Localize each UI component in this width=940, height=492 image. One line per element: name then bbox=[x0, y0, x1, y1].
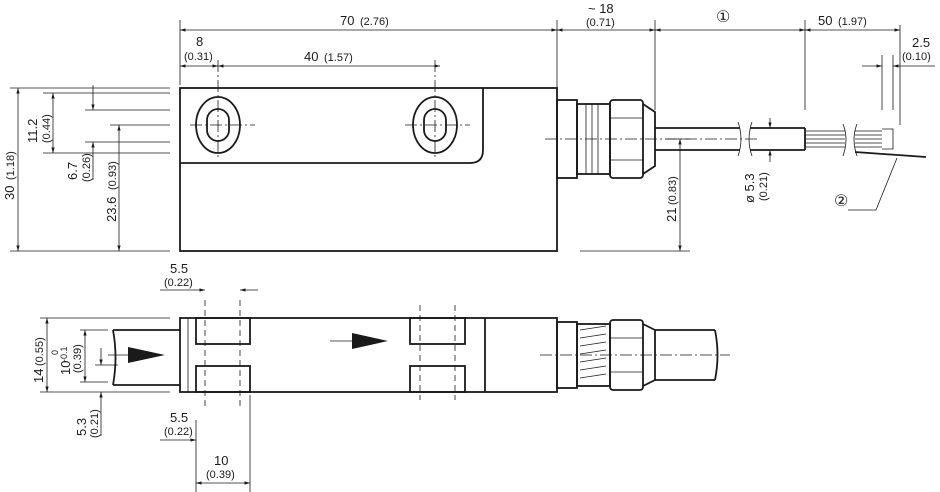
dimension-labels: 70 (2.76) ~ 18 (0.71) ① 50 (1.97) 2.5 (0… bbox=[2, 1, 931, 481]
bottom-view bbox=[40, 288, 730, 492]
sensor-body bbox=[179, 87, 558, 252]
mounting-plate bbox=[180, 88, 484, 164]
dim-wire-strip-in: (0.10) bbox=[902, 51, 931, 63]
dim-cable-axis-in: (0.83) bbox=[667, 176, 679, 205]
mounting-rail bbox=[112, 329, 180, 386]
dim-wire-strip: 2.5 bbox=[912, 35, 930, 50]
dim-counterbore-top-in: (0.22) bbox=[164, 277, 193, 289]
dim-width: 14 bbox=[31, 369, 46, 383]
dim-total-length-in: (2.76) bbox=[360, 16, 389, 28]
dim-axis-offset: 5.3 bbox=[74, 418, 89, 436]
dim-gland-length: ~ 18 bbox=[588, 1, 614, 16]
conductor-marker: ② bbox=[834, 193, 848, 210]
dim-bore-width-in: (0.39) bbox=[206, 469, 235, 481]
dim-height-in: (1.18) bbox=[5, 151, 17, 180]
dim-hole-diameter: 6.7 bbox=[65, 162, 80, 180]
dim-plate-height-in: (0.44) bbox=[41, 114, 53, 143]
dim-counterbore-bottom-in: (0.22) bbox=[164, 426, 193, 438]
dim-height: 30 bbox=[2, 186, 17, 200]
dim-bore-width: 10 bbox=[214, 453, 228, 468]
cable-length-marker: ① bbox=[716, 9, 730, 26]
dim-gland-length-in: (0.71) bbox=[586, 17, 615, 29]
top-view bbox=[10, 20, 935, 252]
dim-counterbore-top: 5.5 bbox=[170, 261, 188, 276]
cable-gland-side bbox=[556, 319, 719, 391]
dim-slot-width: 10 bbox=[58, 361, 73, 375]
dim-plate-height: 11.2 bbox=[25, 119, 40, 143]
dim-total-length: 70 bbox=[340, 13, 354, 28]
dim-slot-tol-upper: 0 bbox=[50, 350, 60, 355]
dim-cable-axis: 21 bbox=[664, 208, 679, 222]
sensor-body-side bbox=[179, 317, 558, 393]
dim-hole-diameter-in: (0.26) bbox=[81, 153, 93, 182]
direction-arrow-icon bbox=[128, 347, 165, 363]
dim-strip-length: 50 bbox=[818, 13, 832, 28]
cable bbox=[655, 121, 927, 158]
dim-width-in: (0.55) bbox=[34, 337, 46, 366]
dim-cable-diameter-in: (0.21) bbox=[758, 172, 770, 201]
dim-strip-length-in: (1.97) bbox=[838, 16, 867, 28]
dim-slot-width-in: (0.39) bbox=[72, 344, 84, 373]
dim-hole-offset-in: (0.31) bbox=[184, 51, 213, 63]
dim-cable-diameter: ø 5.3 bbox=[742, 173, 757, 203]
dim-hole-center-height: 23.6 bbox=[104, 197, 119, 222]
dim-hole-spacing-in: (1.57) bbox=[324, 52, 353, 64]
cable-gland bbox=[556, 99, 656, 179]
dim-hole-spacing: 40 bbox=[304, 49, 318, 64]
dim-counterbore-bottom: 5.5 bbox=[170, 410, 188, 425]
direction-arrow-icon bbox=[352, 333, 388, 349]
dim-axis-offset-in: (0.21) bbox=[89, 409, 101, 438]
dim-slot-tol-lower: -0.1 bbox=[59, 346, 69, 362]
dim-hole-offset: 8 bbox=[196, 34, 203, 49]
dim-hole-center-height-in: (0.93) bbox=[107, 161, 119, 190]
